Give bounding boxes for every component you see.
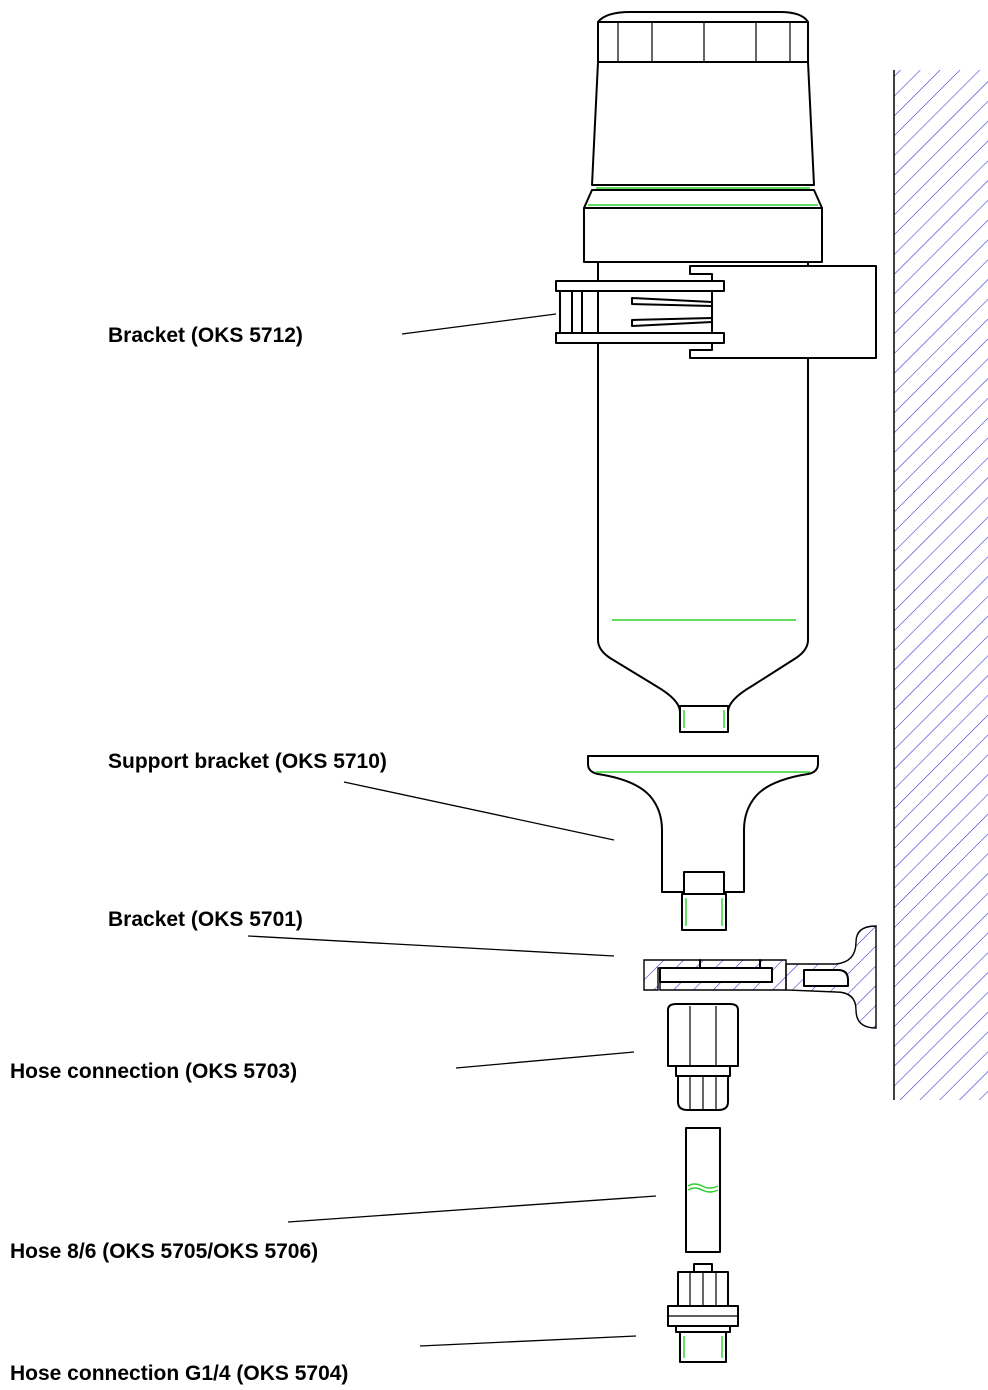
leader-bracket-5712 (401, 313, 557, 335)
hose-connection-g14-oks-5704 (667, 1263, 739, 1363)
hose-connection-oks-5703 (667, 1003, 739, 1111)
label-hose-connection-g14-oks-5704: Hose connection G1/4 (OKS 5704) (10, 1362, 348, 1385)
lubricator-container (583, 11, 823, 733)
leader-lines (247, 313, 657, 1347)
leader-hose-connection-5703 (455, 1051, 635, 1069)
support-bracket-oks-5710 (587, 755, 819, 931)
label-support-bracket-oks-5710: Support bracket (OKS 5710) (108, 750, 387, 773)
bracket-oks-5712 (555, 265, 877, 359)
label-hose-connection-oks-5703: Hose connection (OKS 5703) (10, 1060, 297, 1083)
label-hose-oks-5705-5706: Hose 8/6 (OKS 5705/OKS 5706) (10, 1240, 318, 1263)
leader-hose-8-6 (287, 1195, 657, 1223)
label-bracket-oks-5712: Bracket (OKS 5712) (108, 324, 303, 347)
wall (893, 70, 988, 1100)
leader-bracket-5701 (247, 935, 615, 957)
bracket-oks-5701 (643, 925, 877, 1029)
leader-support-bracket-5710 (343, 781, 615, 841)
leader-hose-connection-g14-5704 (419, 1335, 637, 1347)
label-bracket-oks-5701: Bracket (OKS 5701) (108, 908, 303, 931)
hose-8-6 (685, 1127, 721, 1253)
